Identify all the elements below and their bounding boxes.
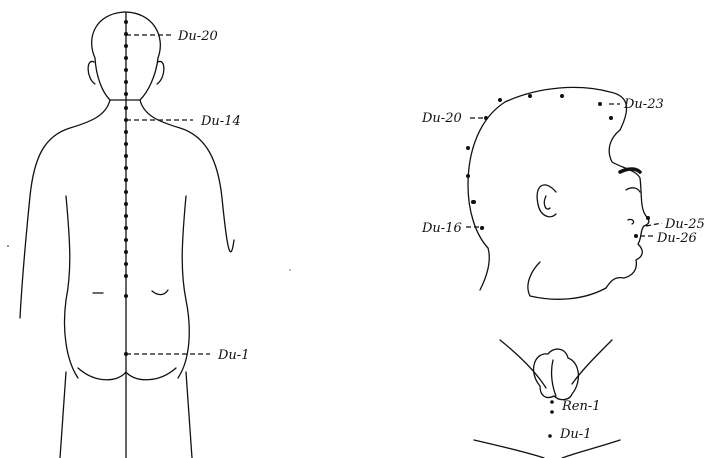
perineum-points xyxy=(548,400,554,438)
head-face-profile xyxy=(606,130,649,288)
back-buttocks xyxy=(78,368,176,380)
acupoint-dot xyxy=(124,190,128,194)
back-left-ear xyxy=(88,61,95,84)
acupoint-dot xyxy=(124,106,128,110)
acupoint-dot xyxy=(124,226,128,230)
head-du-points xyxy=(466,94,650,238)
head-ear xyxy=(537,185,556,217)
acupoint-dot xyxy=(124,178,128,182)
head-skull-outline xyxy=(468,87,627,290)
back-left-torso xyxy=(20,100,110,318)
acupoint-dot xyxy=(124,274,128,278)
acupoint-dot xyxy=(646,216,650,220)
back-view-figure xyxy=(20,12,234,458)
acupoint-dot xyxy=(124,202,128,206)
label-head-du23: Du-23 xyxy=(623,97,664,112)
label-back-du20: Du-20 xyxy=(177,29,218,44)
acupoint-dot xyxy=(634,234,638,238)
acupoint-dot xyxy=(124,130,128,134)
acupoint-dot xyxy=(124,56,128,60)
head-eye xyxy=(626,188,640,192)
back-left-leg xyxy=(60,372,66,458)
acupoint-dot xyxy=(560,94,564,98)
acupoint-dot xyxy=(124,214,128,218)
head-jaw-line xyxy=(528,262,606,299)
acupoint-dot xyxy=(124,250,128,254)
head-ear-inner xyxy=(544,196,550,209)
back-right-dimple xyxy=(152,290,168,295)
speck xyxy=(289,269,290,270)
label-head-du26: Du-26 xyxy=(656,231,697,246)
acupoint-dot xyxy=(124,20,128,24)
label-head-du25: Du-25 xyxy=(664,217,705,232)
back-right-ear xyxy=(157,61,164,84)
back-right-leg xyxy=(186,372,192,458)
perineum-left-thigh xyxy=(500,340,546,388)
acupoint-dot xyxy=(124,238,128,242)
acupoint-dot xyxy=(548,434,552,438)
head-side-figure xyxy=(468,87,649,299)
acupoint-dot xyxy=(124,294,128,298)
acupoint-dot xyxy=(124,262,128,266)
acupoint-dot xyxy=(609,116,613,120)
acupoint-dot xyxy=(498,98,502,102)
acupoint-dot xyxy=(124,154,128,158)
acupoint-dot xyxy=(472,200,476,204)
acupoint-dot xyxy=(124,166,128,170)
acupoint-dot xyxy=(550,410,554,414)
acupoint-dot xyxy=(124,44,128,48)
acupoint-dot xyxy=(124,142,128,146)
label-perineum-du1: Du-1 xyxy=(559,427,591,442)
label-back-du1: Du-1 xyxy=(217,348,249,363)
acupoint-dot xyxy=(528,94,532,98)
acupoint-dot xyxy=(598,102,602,106)
acupoint-dot xyxy=(466,174,470,178)
head-eyebrow xyxy=(620,169,640,172)
perineum-genital-fold xyxy=(552,360,556,396)
label-perineum-ren1: Ren-1 xyxy=(561,399,601,414)
head-nostril xyxy=(628,219,634,224)
back-right-waist xyxy=(178,196,189,378)
back-left-waist xyxy=(65,196,79,378)
label-head-du20: Du-20 xyxy=(421,111,462,126)
acupoint-dot xyxy=(124,68,128,72)
acupoint-dot xyxy=(124,80,128,84)
perineum-left-buttock xyxy=(474,440,544,458)
speck xyxy=(7,245,9,247)
label-back-du14: Du-14 xyxy=(200,114,241,129)
perineum-right-buttock xyxy=(562,440,620,458)
acupoint-dot xyxy=(466,146,470,150)
acupoint-dot xyxy=(124,92,128,96)
acupoint-dot xyxy=(550,400,554,404)
perineum-genitals xyxy=(534,349,579,400)
label-head-du16: Du-16 xyxy=(421,221,462,236)
